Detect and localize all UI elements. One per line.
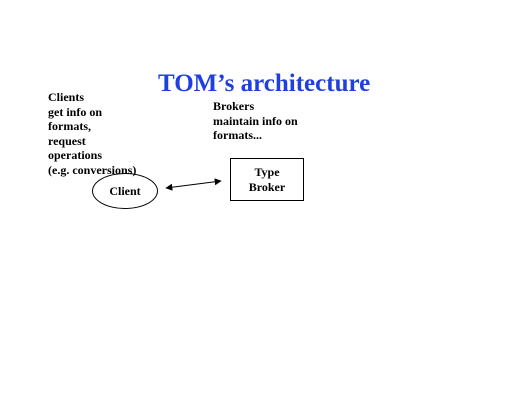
brokers-note-line: maintain info on [213, 113, 298, 128]
slide-title: TOM’s architecture [158, 70, 371, 97]
clients-note-line: get info on [48, 104, 102, 119]
brokers-note-line: Brokers [213, 99, 255, 113]
brokers-note-line: formats... [213, 128, 262, 142]
arrow-line [165, 178, 222, 191]
type-broker-node: Type Broker [230, 158, 304, 201]
clients-note-line: Clients [48, 90, 84, 104]
clients-note-line: operations [48, 148, 102, 162]
brokers-note: Brokers maintain info on formats... [213, 99, 298, 143]
client-node-label: Client [109, 183, 141, 198]
clients-note-line: formats, [48, 119, 91, 133]
type-broker-label-line: Broker [248, 179, 286, 194]
clients-note-line: request [48, 133, 86, 148]
type-broker-label-line: Type [254, 165, 280, 179]
client-node: Client [92, 173, 158, 209]
